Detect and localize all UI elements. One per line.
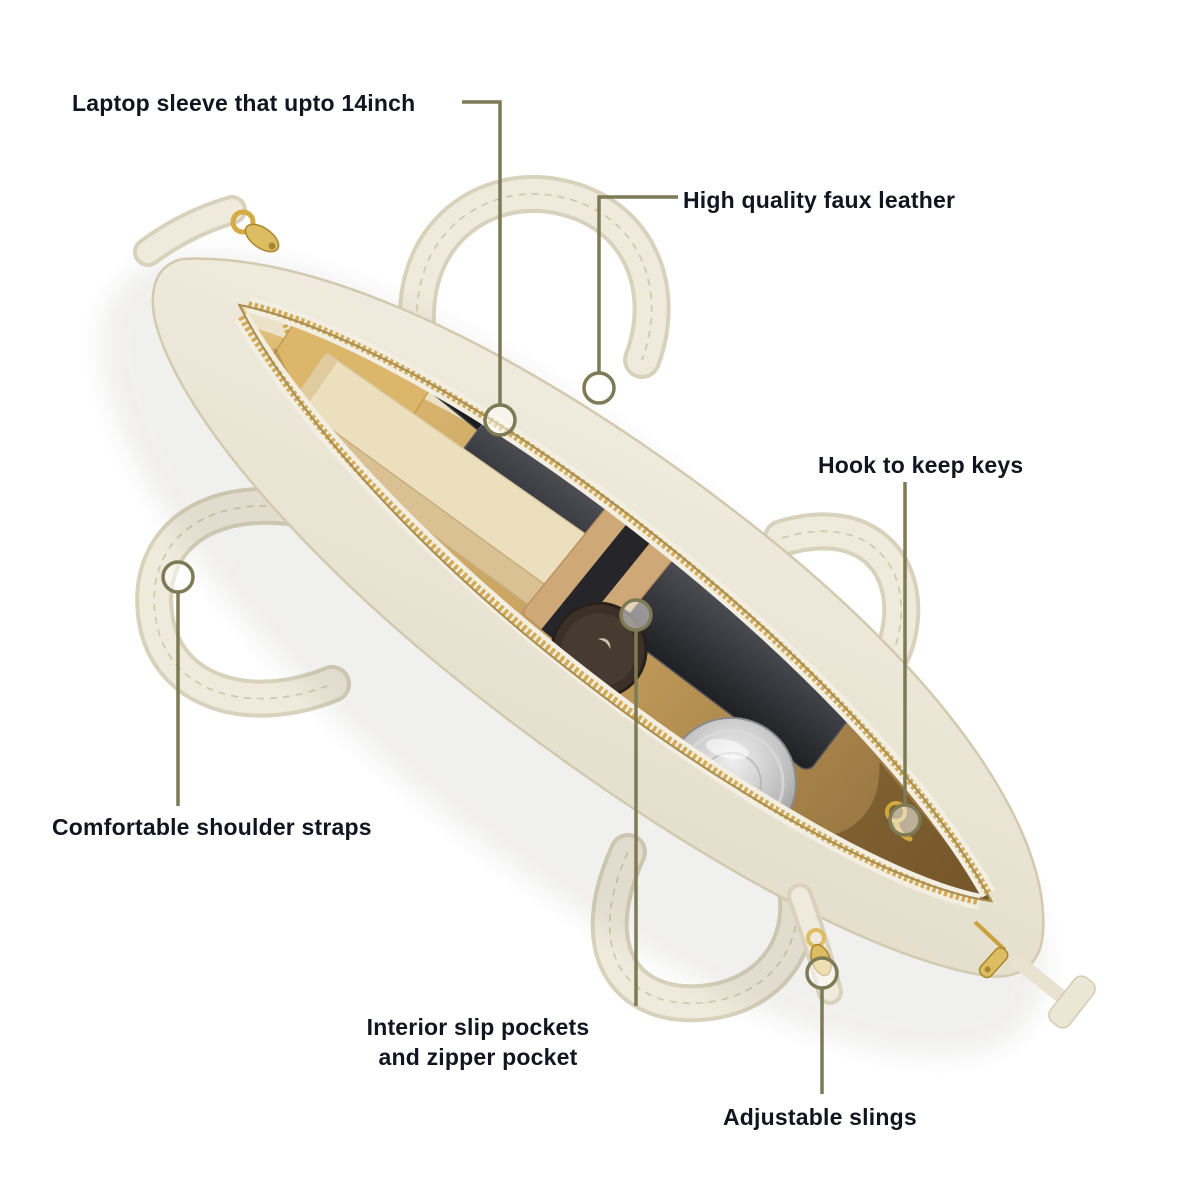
callout-marker-faux-leather	[582, 371, 616, 405]
callout-marker-interior-pockets	[619, 598, 653, 632]
zipper-pull	[973, 920, 1096, 1029]
callout-label-laptop-sleeve: Laptop sleeve that upto 14inch	[72, 90, 416, 116]
callout-marker-adjustable-slings	[805, 956, 839, 990]
callout-label-adjustable-slings: Adjustable slings	[723, 1104, 917, 1130]
callout-marker-key-hook	[888, 803, 922, 837]
callout-line-laptop-sleeve	[462, 100, 502, 404]
callout-label-shoulder-straps: Comfortable shoulder straps	[52, 814, 372, 840]
callout-marker-laptop-sleeve	[483, 403, 517, 437]
callout-marker-shoulder-straps	[161, 560, 195, 594]
callout-label-key-hook: Hook to keep keys	[818, 452, 1024, 478]
crossbody-strap-tab	[133, 195, 247, 267]
callout-label-interior-pockets-line2: and zipper pocket	[378, 1044, 578, 1071]
callout-line-faux-leather	[597, 195, 678, 372]
callout-label-interior-pockets: Interior slip pockets and zipper pocket	[333, 1012, 623, 1073]
crossbody-clasp	[230, 209, 280, 253]
callout-label-faux-leather: High quality faux leather	[683, 187, 956, 213]
top-handle-strap	[397, 175, 671, 379]
leather-tassel-tab	[1048, 975, 1096, 1029]
callout-label-interior-pockets-line1: Interior slip pockets	[366, 1014, 590, 1040]
